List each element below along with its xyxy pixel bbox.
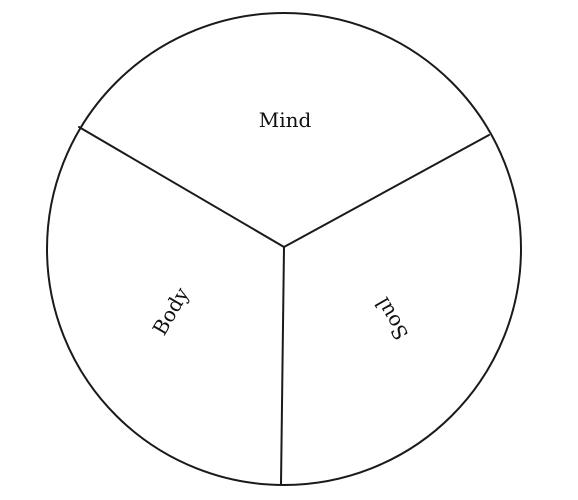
divider-mind-soul	[283, 134, 490, 248]
outer-circle	[46, 12, 522, 486]
divider-body-soul	[280, 246, 285, 485]
divider-mind-body	[78, 126, 285, 248]
segment-label-soul: Soul	[370, 293, 413, 344]
segment-label-body: Body	[148, 283, 195, 340]
segment-label-mind: Mind	[259, 108, 312, 132]
